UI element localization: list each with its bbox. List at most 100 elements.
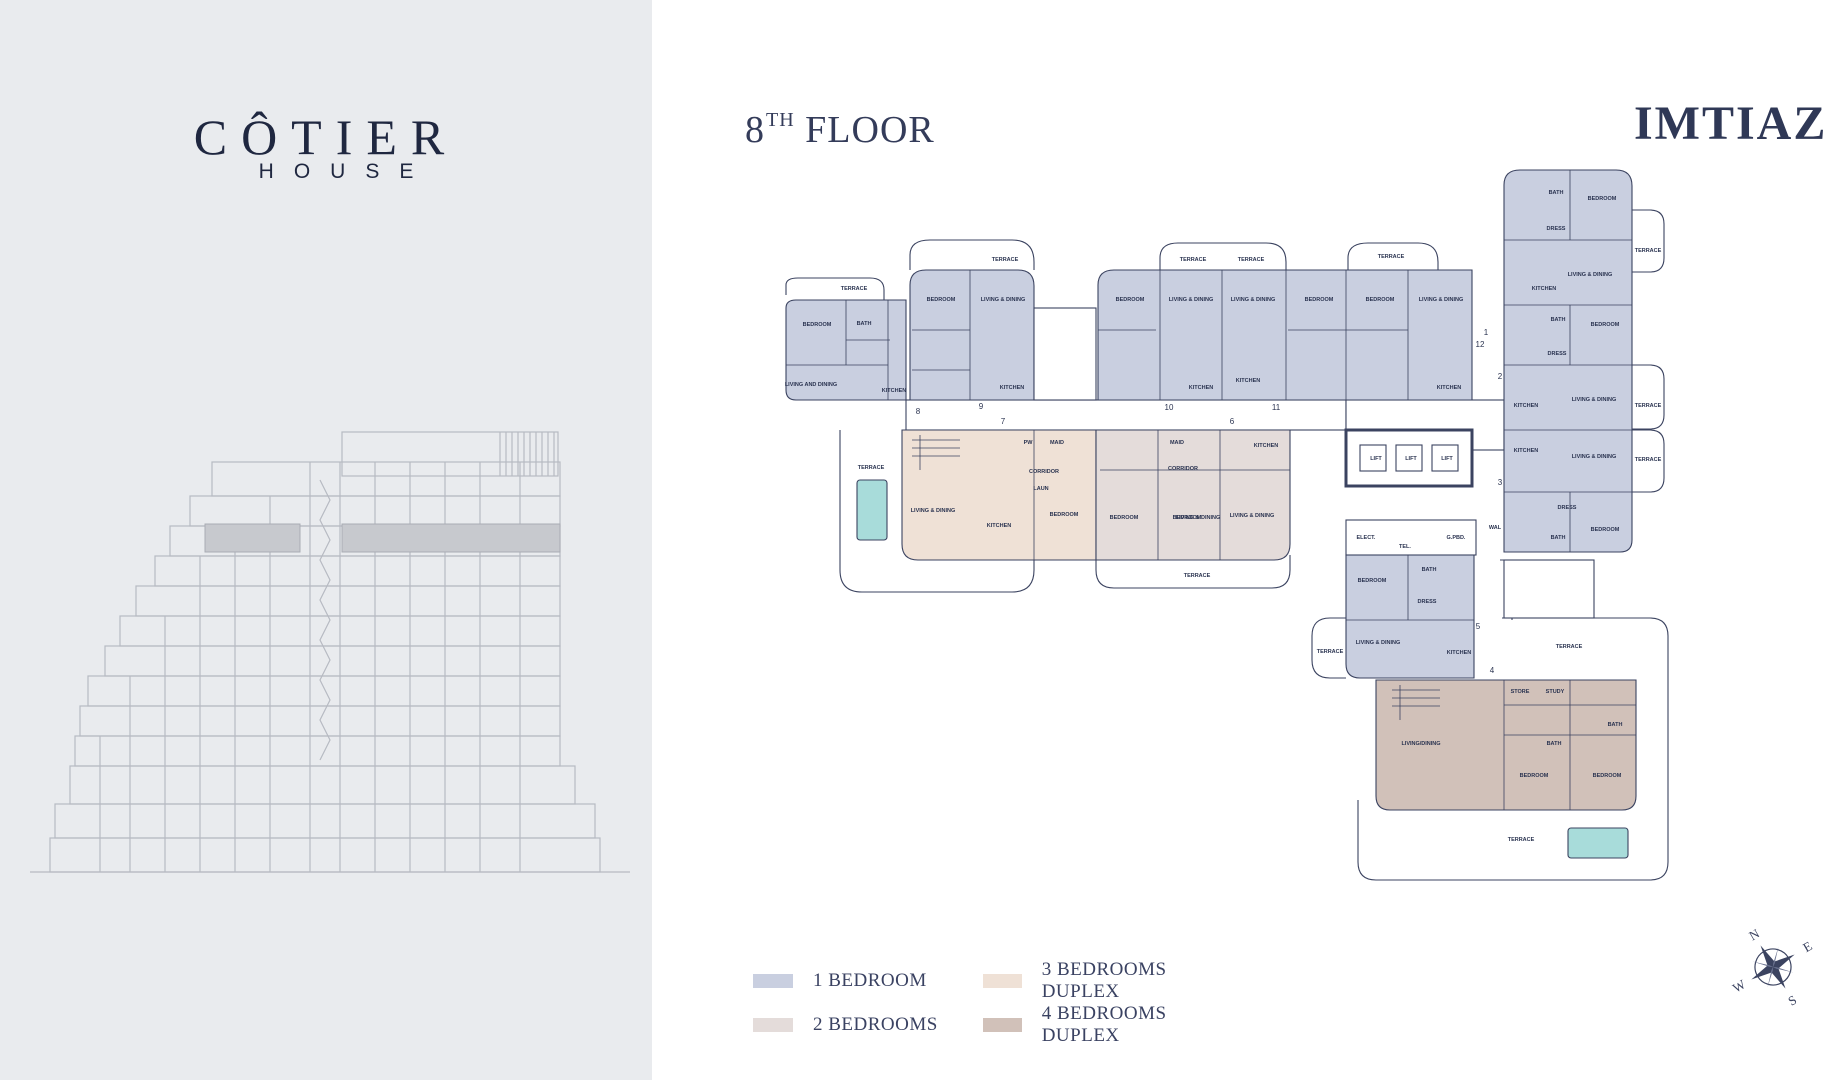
corridor-label: CORRIDOR xyxy=(1029,469,1059,475)
bedroom-label: BEDROOM xyxy=(1591,527,1620,533)
lift-label: LIFT xyxy=(1370,456,1382,462)
bath-label: BATH xyxy=(1549,190,1564,196)
bedroom-label: BEDROOM xyxy=(1050,512,1079,518)
living-dining-label: LIVING & DINING xyxy=(1169,297,1214,303)
living-dining-alt-label: LIVING/DINING xyxy=(1401,741,1440,747)
bath-label: BATH xyxy=(1551,535,1566,541)
terrace-label: TERRACE xyxy=(1635,457,1662,463)
legend-swatch xyxy=(753,1018,793,1032)
terrace-label: TERRACE xyxy=(1635,248,1662,254)
terrace-label: TERRACE xyxy=(1184,573,1211,579)
kitchen-label: KITCHEN xyxy=(882,388,906,394)
tel-label: TEL. xyxy=(1399,544,1411,550)
wal-label: WAL xyxy=(1489,525,1502,531)
bedroom-label: BEDROOM xyxy=(1588,196,1617,202)
bedroom-label: BEDROOM xyxy=(1110,515,1139,521)
unit-number: 5 xyxy=(1476,622,1481,631)
kitchen-label: KITCHEN xyxy=(1236,378,1260,384)
terrace-label: TERRACE xyxy=(1180,257,1207,263)
bedroom-label: BEDROOM xyxy=(803,322,832,328)
floor-suffix: TH xyxy=(766,109,795,131)
legend-item-1-bedroom: 1 BEDROOM xyxy=(753,968,1013,994)
kitchen-label: KITCHEN xyxy=(1437,385,1461,391)
living-dining-label: LIVING & DINING xyxy=(981,297,1026,303)
gpbd-label: G.PBD. xyxy=(1447,535,1466,541)
dress-label: DRESS xyxy=(1418,599,1437,605)
unit-number: 10 xyxy=(1165,403,1174,412)
kitchen-label: KITCHEN xyxy=(1447,650,1471,656)
maid-label: MAID xyxy=(1050,440,1064,446)
lift-label: LIFT xyxy=(1441,456,1453,462)
legend-swatch xyxy=(983,974,1022,988)
legend-label: 3 BEDROOMS DUPLEX xyxy=(1041,959,1167,1002)
compass-e: E xyxy=(1800,938,1814,955)
unit-number: 6 xyxy=(1230,417,1235,426)
compass-w: W xyxy=(1730,976,1749,995)
legend-label: 2 BEDROOMS xyxy=(813,1014,938,1035)
bedroom-label: BEDROOM xyxy=(1593,773,1622,779)
compass-rose-icon: N E S W xyxy=(1730,925,1815,1009)
lift-label: LIFT xyxy=(1405,456,1417,462)
floor-number: 8 xyxy=(745,109,765,151)
terrace-label: TERRACE xyxy=(1238,257,1265,263)
legend-item-4-bedrooms-duplex: 4 BEDROOMS DUPLEX xyxy=(983,1003,1243,1046)
kitchen-label: KITCHEN xyxy=(1254,443,1278,449)
dress-label: DRESS xyxy=(1558,505,1577,511)
bedroom-label: BEDROOM xyxy=(1358,578,1387,584)
living-dining-label: LIVING & DINING xyxy=(1230,513,1275,519)
unit-number: 12 xyxy=(1476,340,1485,349)
legend-item-2-bedrooms: 2 BEDROOMS xyxy=(753,1012,1013,1038)
living-dining-label: LIVING & DINING xyxy=(1572,454,1617,460)
legend-swatch xyxy=(753,974,793,988)
building-elevation xyxy=(30,431,630,873)
living-dining-label: LIVING & DINING xyxy=(1356,640,1401,646)
compass-s: S xyxy=(1785,992,1799,1009)
unit-number: 7 xyxy=(1001,417,1006,426)
kitchen-label: KITCHEN xyxy=(987,523,1011,529)
kitchen-label: KITCHEN xyxy=(1514,403,1538,409)
store-label: STORE xyxy=(1511,689,1530,695)
bedroom-label: BEDROOM xyxy=(1366,297,1395,303)
unit-number: 1 xyxy=(1484,328,1489,337)
bath-label: BATH xyxy=(857,321,872,327)
bath-label: BATH xyxy=(1422,567,1437,573)
bath-label: BATH xyxy=(1547,741,1562,747)
brand-subtitle: HOUSE xyxy=(258,160,434,183)
corridor-label: CORRIDOR xyxy=(1168,466,1198,472)
unit-number: 4 xyxy=(1490,666,1495,675)
terrace-label: TERRACE xyxy=(1508,837,1535,843)
unit-number: 3 xyxy=(1498,478,1503,487)
living-dining-label: LIVING & DINING xyxy=(1568,272,1613,278)
study-label: STUDY xyxy=(1546,689,1565,695)
legend-label: 1 BEDROOM xyxy=(813,970,927,991)
living-dining-label: LIVING & DINING xyxy=(1419,297,1464,303)
bath-label: BATH xyxy=(1608,722,1623,728)
pw-label: PW xyxy=(1024,440,1034,446)
floor-plan: TERRACE TERRACE TERRACE TERRACE TERRACE … xyxy=(785,169,1669,881)
kitchen-label: KITCHEN xyxy=(1000,385,1024,391)
imtiaz-logo: IMTIAZ xyxy=(1634,97,1827,150)
terrace-label: TERRACE xyxy=(841,286,868,292)
bath-label: BATH xyxy=(1551,317,1566,323)
living-dining-label: LIVING & DINING xyxy=(1572,397,1617,403)
terrace-label: TERRACE xyxy=(992,257,1019,263)
bedroom-label: BEDROOM xyxy=(927,297,956,303)
legend-swatch xyxy=(983,1018,1022,1032)
terrace-label: TERRACE xyxy=(1635,403,1662,409)
bedroom-label: BEDROOM xyxy=(1173,515,1202,521)
unit-number: 9 xyxy=(979,402,984,411)
laun-label: LAUN xyxy=(1033,486,1048,492)
legend-label: 4 BEDROOMS DUPLEX xyxy=(1041,1003,1167,1046)
terrace-label: TERRACE xyxy=(1556,644,1583,650)
elect-label: ELECT. xyxy=(1357,535,1376,541)
terrace-label: TERRACE xyxy=(858,465,885,471)
dress-label: DRESS xyxy=(1547,226,1566,232)
bedroom-label: BEDROOM xyxy=(1116,297,1145,303)
terrace-label: TERRACE xyxy=(1378,254,1405,260)
living-dining-label: LIVING & DINING xyxy=(1231,297,1276,303)
maid-label: MAID xyxy=(1170,440,1184,446)
floor-label: FLOOR xyxy=(805,109,935,151)
legend-item-3-bedrooms-duplex: 3 BEDROOMS DUPLEX xyxy=(983,959,1243,1002)
floor-title: 8TH FLOOR xyxy=(745,108,935,152)
unit-number: 8 xyxy=(916,407,921,416)
